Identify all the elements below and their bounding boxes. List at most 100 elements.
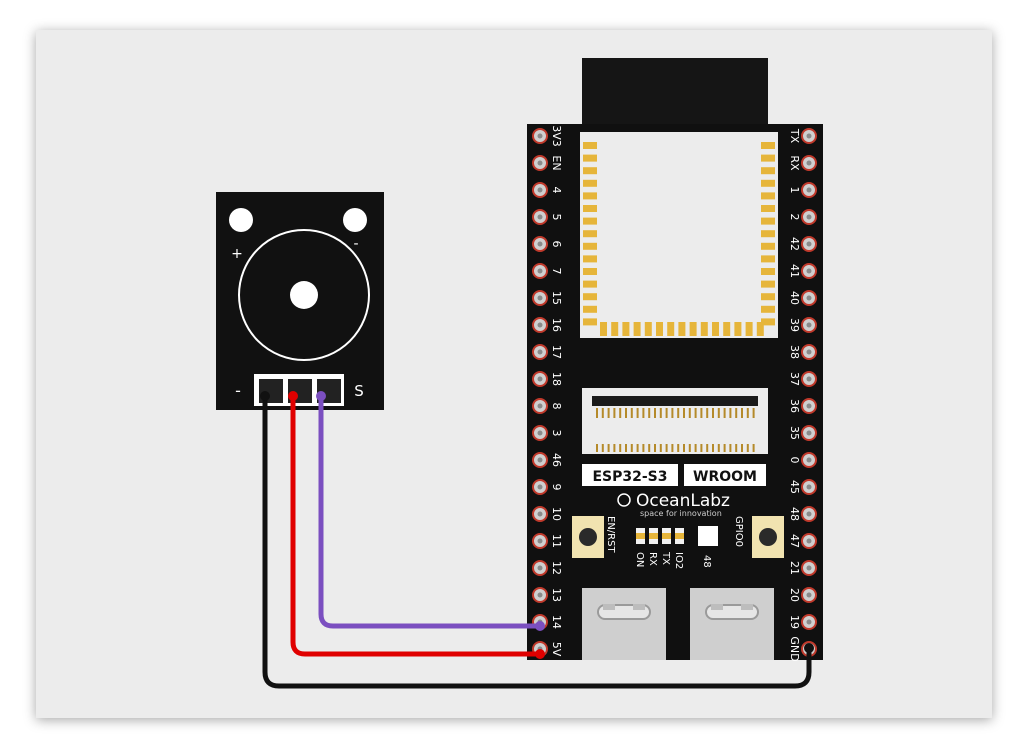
pin-label-48: 48 <box>788 507 801 521</box>
module-pad <box>611 322 619 336</box>
led-band <box>662 533 671 539</box>
buzzer-outline <box>238 229 370 361</box>
pin-hole <box>537 295 543 301</box>
pin-hole <box>537 322 543 328</box>
mounting-hole-left <box>229 208 253 232</box>
pin-hole <box>806 295 812 301</box>
module-pad <box>761 142 775 149</box>
module-pad <box>761 255 775 263</box>
led-band <box>649 533 658 539</box>
connector-pin <box>601 408 604 418</box>
pin-hole <box>806 592 812 598</box>
pin-label-36: 36 <box>788 399 801 413</box>
connector-pin <box>688 444 691 452</box>
module-pad <box>583 154 597 162</box>
connector-pin <box>619 444 622 452</box>
connector-pin <box>683 444 685 452</box>
connector-pin <box>630 408 633 418</box>
pin-label-7: 7 <box>550 268 563 275</box>
pin-label-1: 1 <box>788 187 801 194</box>
pin-label-11: 11 <box>550 534 563 548</box>
pin-hole <box>806 241 812 247</box>
led-label-io2: IO2 <box>673 552 684 569</box>
connector-pin <box>741 408 743 418</box>
connector-pin <box>735 444 738 452</box>
module-pad <box>761 192 775 200</box>
pin-label-37: 37 <box>788 372 801 386</box>
brand-logo-icon <box>617 493 631 507</box>
wire-gnd <box>262 393 812 689</box>
module-pad <box>633 322 641 336</box>
module-pad <box>583 217 597 225</box>
connector-pin <box>752 444 755 452</box>
en-rst-button <box>579 528 597 546</box>
module-pad <box>583 242 597 250</box>
pin-label-rx: RX <box>788 155 801 171</box>
pin-label-4: 4 <box>550 187 563 194</box>
pin-label-0: 0 <box>788 457 801 464</box>
led-band <box>675 533 684 539</box>
module-pad <box>700 322 708 336</box>
module-pad <box>622 322 630 336</box>
connector-pin <box>625 444 627 452</box>
pin-hole <box>806 376 812 382</box>
module-pad <box>761 179 775 187</box>
buzzer-minus-label: - <box>235 381 241 400</box>
module-pad <box>745 322 753 336</box>
connector-pin <box>625 408 627 418</box>
pin-label-14: 14 <box>550 615 563 629</box>
connector-pin <box>654 408 656 418</box>
pin-hole <box>806 133 812 139</box>
pin-hole <box>806 403 812 409</box>
module-label-box <box>582 464 678 486</box>
connector-pin <box>741 444 743 452</box>
module-pad <box>761 293 775 301</box>
buzzer-module: + - - S <box>216 192 384 410</box>
pin-label-9: 9 <box>550 484 563 491</box>
pin-label-5v: 5V <box>550 642 563 657</box>
module-pad <box>678 322 686 336</box>
pin-hole <box>537 241 543 247</box>
pin-hole <box>806 430 812 436</box>
module-pad <box>723 322 731 336</box>
module-pad <box>583 167 597 175</box>
pin-hole <box>806 187 812 193</box>
wire-end-gnd-pin <box>804 643 814 653</box>
pin-hole <box>537 268 543 274</box>
connector-pin <box>659 408 662 418</box>
pin-label-46: 46 <box>550 453 563 467</box>
wire-end-5v-pin <box>535 649 545 659</box>
module-pad <box>761 154 775 162</box>
connector-pin <box>688 408 691 418</box>
module-pad <box>761 305 775 313</box>
module-pad <box>761 217 775 225</box>
led-label-tx: TX <box>660 551 671 565</box>
pin-label-21: 21 <box>788 561 801 575</box>
connector-pin <box>700 444 703 452</box>
rgb-led-label: 48 <box>701 555 712 568</box>
connector-pins <box>596 408 755 452</box>
pin-label-8: 8 <box>550 403 563 410</box>
brand-name: OceanLabz <box>636 491 730 511</box>
connector-pin <box>665 408 668 418</box>
module-pad <box>583 293 597 301</box>
pin-label-35: 35 <box>788 426 801 440</box>
pin-hole <box>806 511 812 517</box>
module-pad <box>583 280 597 288</box>
pin-hole <box>537 187 543 193</box>
pin-hole <box>806 322 812 328</box>
module-pad <box>761 280 775 288</box>
module-pad <box>583 205 597 212</box>
connector-pin <box>712 408 714 418</box>
pin-hole <box>537 403 543 409</box>
module-pad <box>583 179 597 187</box>
pin-label-19: 19 <box>788 615 801 629</box>
pin-label-5: 5 <box>550 214 563 221</box>
module-pad <box>583 230 597 238</box>
connector-pin <box>659 444 662 452</box>
gpio0-button <box>759 528 777 546</box>
pin-label-18: 18 <box>550 372 563 386</box>
module-pad <box>583 318 597 326</box>
connector-pin <box>735 408 738 418</box>
connector-pin <box>596 444 598 452</box>
